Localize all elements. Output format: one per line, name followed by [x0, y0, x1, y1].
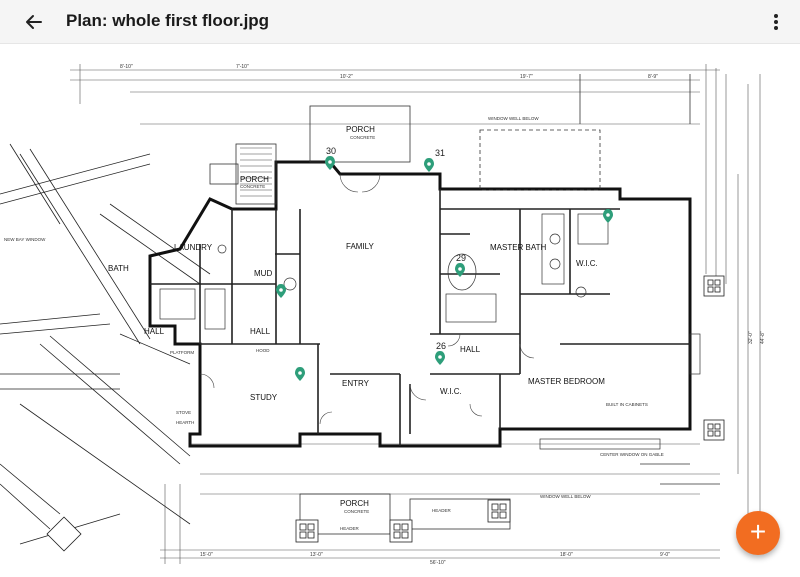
dim-bottom-5: 9'-0"	[660, 552, 670, 558]
app-bar: Plan: whole first floor.jpg	[0, 0, 800, 44]
fixtures	[159, 213, 701, 450]
stairs	[240, 147, 272, 197]
dim-bottom-4: 18'-0"	[560, 552, 573, 558]
dim-bottom-2: 13'-0"	[310, 552, 323, 558]
map-pin-b[interactable]	[276, 284, 286, 298]
note-center-window: CENTER WINDOW ON GABLE	[600, 452, 664, 457]
note-new-bay-window: NEW BAY WINDOW	[4, 237, 46, 242]
dim-bottom-3: 56'-10"	[430, 560, 446, 566]
map-pins: 30 31 29 26	[276, 146, 613, 381]
arrow-left-icon	[26, 15, 42, 29]
dim-right-1: 44'-8"	[760, 331, 766, 344]
note-concrete-left: CONCRETE	[240, 184, 265, 189]
window-wells	[46, 275, 725, 552]
note-hood: HOOD	[256, 348, 270, 353]
room-label-mud: MUD	[254, 269, 272, 278]
plus-icon: +	[749, 516, 767, 547]
dim-top-1: 8'-10"	[120, 64, 133, 70]
room-label-bath: BATH	[108, 264, 129, 273]
map-pin-30[interactable]: 30	[325, 146, 336, 170]
add-pin-button[interactable]: +	[736, 511, 780, 555]
room-label-master-bath: MASTER BATH	[490, 243, 547, 252]
map-pin-c[interactable]	[295, 367, 305, 381]
dim-top-5: 8'-9"	[648, 74, 658, 80]
note-window-well-bottom: WINDOW WELL BELOW	[540, 494, 591, 499]
map-pin-26[interactable]: 26	[435, 341, 446, 365]
note-platform: PLATFORM	[170, 350, 194, 355]
room-label-hall-left: HALL	[144, 327, 165, 336]
room-label-wic: W.I.C.	[440, 387, 462, 396]
map-pin-label: 31	[435, 148, 445, 158]
room-label-porch-left: PORCH	[240, 175, 269, 184]
note-header-bottom: HEADER	[340, 526, 360, 531]
exterior-walls	[148, 160, 692, 448]
room-label-entry: ENTRY	[342, 379, 370, 388]
porch-outlines	[209, 74, 720, 535]
room-label-family: FAMILY	[346, 242, 375, 251]
map-pin-label: 26	[436, 341, 446, 351]
room-label-hall-right: HALL	[460, 345, 481, 354]
map-pin-label: 29	[456, 253, 466, 263]
note-header-bottom-2: HEADER	[432, 508, 452, 513]
plan-notes: WINDOW WELL BELOW WINDOW WELL BELOW HEAD…	[4, 116, 664, 531]
room-label-porch-bottom: PORCH	[340, 499, 369, 508]
room-label-porch-top: PORCH	[346, 125, 375, 134]
dim-top-2: 7'-10"	[236, 64, 249, 70]
dim-top-4: 19'-7"	[520, 74, 533, 80]
dimension-lines	[70, 64, 761, 564]
map-pin-a[interactable]	[603, 209, 613, 223]
page-title: Plan: whole first floor.jpg	[66, 11, 270, 30]
map-pin-31[interactable]: 31	[424, 148, 445, 172]
floor-plan-drawing: PORCH CONCRETE FAMILY MASTER BATH BATH L…	[0, 64, 766, 566]
note-concrete-bottom: CONCRETE	[344, 509, 369, 514]
angled-wing	[0, 143, 211, 545]
dim-bottom-1: 15'-0"	[200, 552, 213, 558]
floor-plan-viewer[interactable]: PORCH CONCRETE FAMILY MASTER BATH BATH L…	[0, 44, 800, 577]
dim-right-2: 32'-0"	[748, 331, 754, 344]
room-label-laundry: LAUNDRY	[174, 243, 213, 252]
room-label-wic-right: W.I.C.	[576, 259, 598, 268]
interior-walls	[150, 189, 690, 446]
note-concrete-top: CONCRETE	[350, 135, 375, 140]
note-window-well-top: WINDOW WELL BELOW	[488, 116, 539, 121]
overflow-menu-button[interactable]	[764, 8, 788, 36]
dimension-labels: 8'-10" 7'-10" 10'-2" 19'-7" 8'-9" 15'-0"…	[120, 64, 766, 566]
room-label-master-bedroom: MASTER BEDROOM	[528, 377, 605, 386]
note-built-in-cabinets: BUILT IN CABINETS	[606, 402, 648, 407]
dim-top-3: 10'-2"	[340, 74, 353, 80]
note-stove: STOVE	[176, 410, 191, 415]
door-swings	[199, 173, 535, 425]
map-pin-29[interactable]: 29	[455, 253, 466, 277]
more-vertical-icon	[774, 14, 778, 30]
back-button[interactable]	[20, 8, 48, 36]
room-label-hall-mid: HALL	[250, 327, 271, 336]
map-pin-label: 30	[326, 146, 336, 156]
room-labels: PORCH CONCRETE FAMILY MASTER BATH BATH L…	[108, 125, 605, 514]
room-label-study: STUDY	[250, 393, 278, 402]
note-hearth: HEARTH	[176, 420, 194, 425]
